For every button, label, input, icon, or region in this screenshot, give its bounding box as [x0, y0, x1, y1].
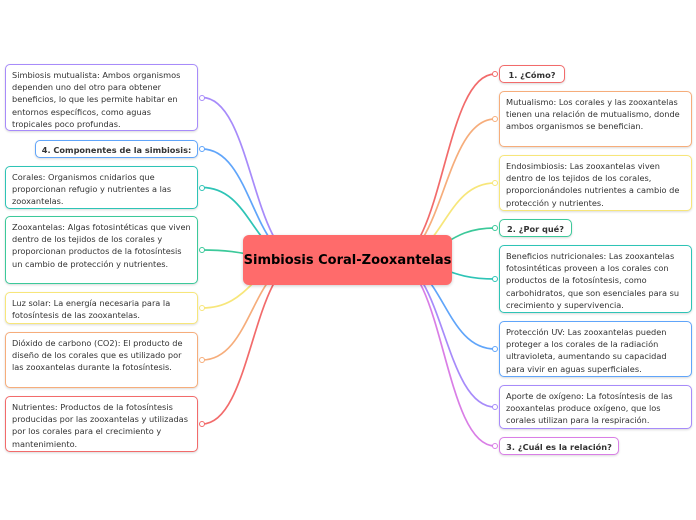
connector-line	[392, 73, 496, 261]
connector-dot[interactable]	[199, 146, 205, 152]
node-nutrientes[interactable]: Nutrientes: Productos de la fotosíntesis…	[5, 396, 198, 452]
node-componentes[interactable]: 4. Componentes de la simbiosis:	[35, 140, 198, 158]
connector-dot[interactable]	[199, 184, 205, 191]
node-text: 1. ¿Cómo?	[508, 70, 556, 80]
node-zooxantelas[interactable]: Zooxantelas: Algas fotosintéticas que vi…	[5, 216, 198, 284]
connector-dot[interactable]	[199, 305, 205, 311]
connector-dot[interactable]	[492, 71, 498, 77]
node-mutualismo[interactable]: Mutualismo: Los corales y las zooxantela…	[499, 91, 692, 147]
node-text: Zooxantelas: Algas fotosintéticas que vi…	[12, 222, 191, 269]
connector-dot[interactable]	[492, 276, 498, 282]
node-text: Protección UV: Las zooxantelas pueden pr…	[506, 327, 667, 374]
connector-dot[interactable]	[199, 421, 205, 427]
node-text: Corales: Organismos cnidarios que propor…	[12, 172, 172, 207]
node-por-que[interactable]: 2. ¿Por qué?	[499, 219, 572, 237]
central-topic-label: Simbiosis Coral-Zooxantelas	[243, 252, 452, 268]
connector-dot[interactable]	[492, 116, 498, 122]
node-luz-solar[interactable]: Luz solar: La energía necesaria para la …	[5, 292, 198, 324]
connector-dot[interactable]	[492, 443, 498, 449]
node-text: Beneficios nutricionales: Las zooxantela…	[506, 251, 680, 310]
node-aporte-oxigeno[interactable]: Aporte de oxígeno: La fotosíntesis de la…	[499, 385, 692, 429]
node-proteccion-uv[interactable]: Protección UV: Las zooxantelas pueden pr…	[499, 321, 692, 377]
connector-dot[interactable]	[199, 357, 205, 363]
node-text: Aporte de oxígeno: La fotosíntesis de la…	[506, 391, 673, 426]
node-text: Luz solar: La energía necesaria para la …	[12, 298, 171, 321]
connector-dot[interactable]	[199, 94, 205, 101]
node-corales[interactable]: Corales: Organismos cnidarios que propor…	[5, 166, 198, 209]
node-text: Dióxido de carbono (CO2): El producto de…	[12, 338, 183, 373]
connector-dot[interactable]	[492, 180, 498, 186]
node-text: Endosimbiosis: Las zooxantelas viven den…	[506, 161, 680, 208]
node-text: 2. ¿Por qué?	[507, 224, 564, 234]
node-cual-relacion[interactable]: 3. ¿Cuál es la relación?	[499, 437, 619, 455]
connector-dot[interactable]	[492, 225, 498, 231]
node-text: Mutualismo: Los corales y las zooxantela…	[506, 97, 680, 132]
node-text: Simbiosis mutualista: Ambos organismos d…	[12, 70, 181, 129]
node-simbiosis-mutualista[interactable]: Simbiosis mutualista: Ambos organismos d…	[5, 64, 198, 131]
node-text: Nutrientes: Productos de la fotosíntesis…	[12, 402, 188, 449]
connector-dot[interactable]	[199, 247, 205, 253]
node-como[interactable]: 1. ¿Cómo?	[499, 65, 565, 83]
connector-dot[interactable]	[492, 346, 498, 352]
connector-line	[392, 259, 496, 447]
node-endosimbiosis[interactable]: Endosimbiosis: Las zooxantelas viven den…	[499, 155, 692, 211]
node-dioxido-carbono[interactable]: Dióxido de carbono (CO2): El producto de…	[5, 332, 198, 388]
node-text: 3. ¿Cuál es la relación?	[506, 442, 612, 452]
node-text: 4. Componentes de la simbiosis:	[41, 145, 192, 155]
node-beneficios-nutricionales[interactable]: Beneficios nutricionales: Las zooxantela…	[499, 245, 692, 313]
central-topic[interactable]: Simbiosis Coral-Zooxantelas	[243, 235, 452, 285]
connector-dot[interactable]	[492, 404, 498, 410]
